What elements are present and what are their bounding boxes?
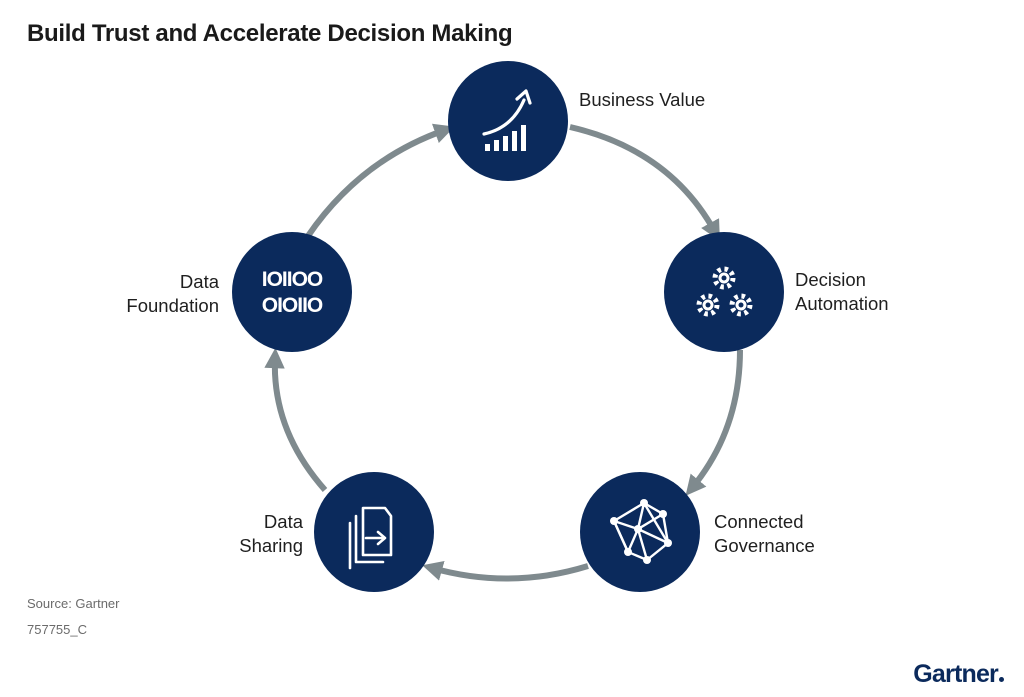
arrow-foundation-to-business bbox=[305, 123, 455, 238]
gartner-logo: Gartner bbox=[913, 660, 1004, 689]
page-title: Build Trust and Accelerate Decision Maki… bbox=[27, 20, 513, 47]
figure-id: 757755_C bbox=[27, 622, 87, 637]
arrow-decision-to-governance bbox=[685, 349, 743, 496]
data-foundation-label: Data Foundation bbox=[126, 271, 219, 316]
binary-row-1: IOIIOO bbox=[262, 268, 323, 291]
data-sharing-node bbox=[314, 472, 434, 592]
data-sharing-label: Data Sharing bbox=[239, 511, 303, 556]
decision-automation-label: Decision Automation bbox=[795, 269, 889, 314]
document-transfer-icon bbox=[348, 506, 393, 570]
business-value-label: Business Value bbox=[579, 89, 706, 110]
binary-row-2: OIOIIO bbox=[262, 294, 323, 317]
data-foundation-node bbox=[232, 232, 352, 352]
arrow-sharing-to-foundation bbox=[264, 347, 328, 492]
source-note: Source: Gartner bbox=[27, 596, 120, 611]
growth-chart-icon bbox=[482, 89, 532, 151]
network-mesh-icon bbox=[610, 499, 672, 564]
logo-text: Gartner bbox=[913, 660, 999, 688]
connected-governance-label: Connected Governance bbox=[714, 511, 815, 556]
arrow-business-to-decision bbox=[569, 124, 720, 241]
decision-automation-node bbox=[664, 232, 784, 352]
binary-data-icon: IOIIOO OIOIIO bbox=[262, 268, 324, 317]
logo-dot bbox=[999, 677, 1004, 682]
gears-icon bbox=[696, 266, 753, 317]
arrow-governance-to-sharing bbox=[422, 560, 589, 582]
